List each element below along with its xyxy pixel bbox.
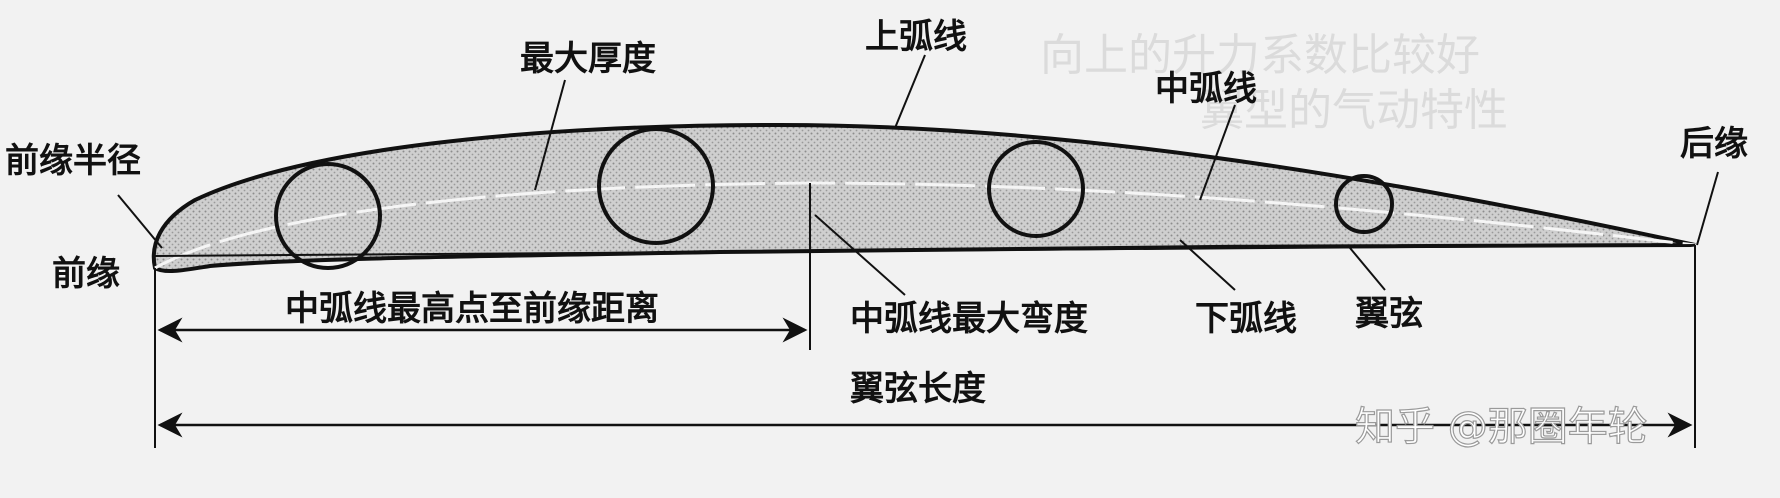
leader-lines	[117, 54, 1719, 296]
leader-max-camber	[814, 214, 906, 296]
label-upper-surface: 上弧线	[865, 17, 967, 57]
leader-max-thickness	[534, 79, 566, 191]
mean-camber-line	[154, 181, 1696, 270]
label-max-camber: 中弧线最大弯度	[850, 299, 1088, 339]
label-chord: 翼弦	[1355, 294, 1423, 334]
thickness-circle-3	[987, 140, 1085, 238]
background-scan-text: 向上的升力系数比较好 翼型的气动特性 其他参数	[1040, 30, 1508, 251]
leader-upper-surface	[894, 54, 926, 129]
leader-chord	[1349, 247, 1386, 291]
thickness-circle-1	[274, 162, 382, 270]
label-leading-edge: 前缘	[52, 254, 120, 294]
label-lower-surface: 下弧线	[1195, 299, 1297, 339]
label-leading-edge-radius: 前缘半径	[5, 141, 141, 181]
leader-mean-camber	[1199, 104, 1236, 201]
leader-trailing-edge	[1696, 171, 1719, 246]
thickness-circle-2	[597, 127, 715, 245]
leader-lower-surface	[1179, 239, 1236, 291]
airfoil-shape	[151, 122, 1696, 274]
leader-leading-edge-radius	[117, 194, 163, 249]
label-max-thickness: 最大厚度	[520, 39, 656, 79]
svg-text:向上的升力系数比较好: 向上的升力系数比较好	[1040, 30, 1480, 81]
watermark: 知乎 @那圈年轮	[1355, 404, 1648, 450]
label-mean-camber-line: 中弧线	[1155, 69, 1257, 109]
svg-text:翼型的气动特性: 翼型的气动特性	[1200, 85, 1508, 136]
label-trailing-edge: 后缘	[1680, 124, 1748, 164]
label-max-camber-position: 中弧线最高点至前缘距离	[285, 289, 659, 329]
label-chord-length: 翼弦长度	[850, 369, 986, 409]
thickness-circle-4	[1334, 174, 1394, 234]
chord-line	[154, 244, 1696, 257]
